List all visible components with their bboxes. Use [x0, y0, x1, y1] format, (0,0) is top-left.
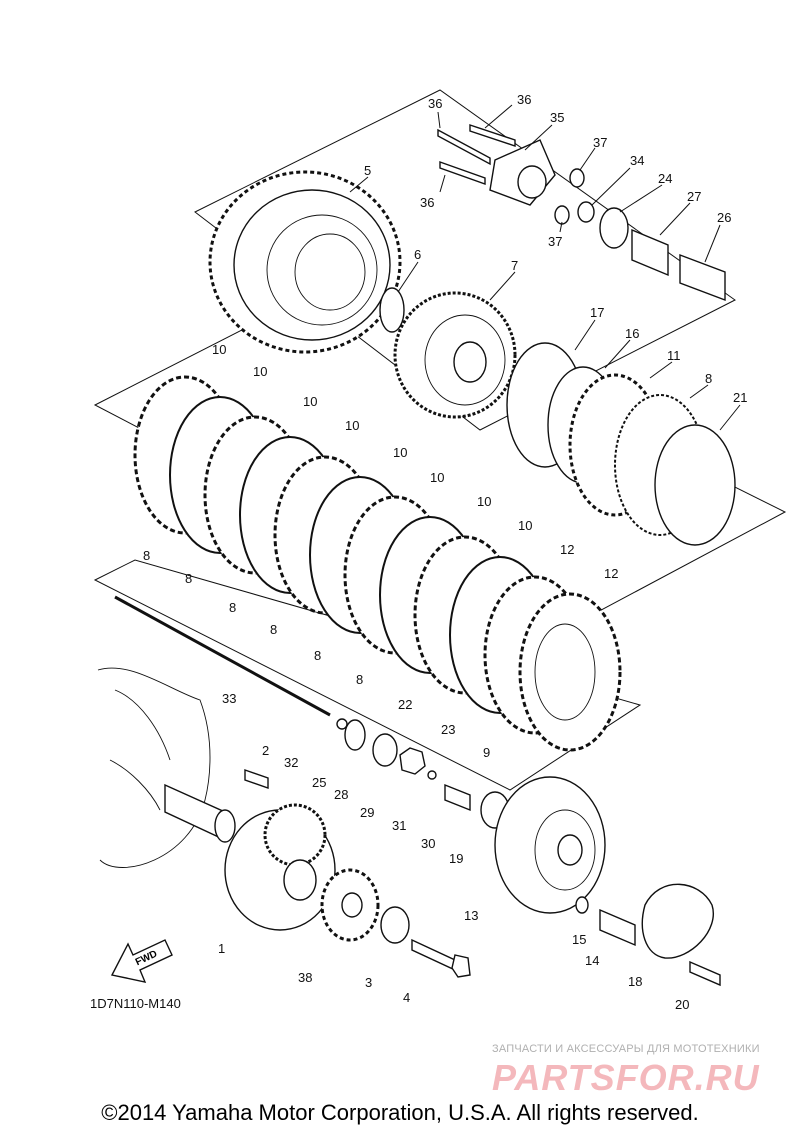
pressure-plate-13 [494, 776, 606, 914]
spring-14 [599, 908, 636, 947]
callout-19: 19 [449, 851, 463, 866]
callout-8: 8 [356, 672, 363, 687]
callout-21: 21 [733, 390, 747, 405]
fwd-arrow-icon: FWD [110, 939, 173, 983]
crankcase-outline [97, 667, 211, 868]
washer-15 [575, 896, 589, 914]
leader-lines [349, 104, 741, 431]
frame-top [194, 89, 736, 431]
callout-6: 6 [414, 247, 421, 262]
callout-10: 10 [253, 364, 267, 379]
callout-4: 4 [403, 990, 410, 1005]
frame-lower [93, 559, 642, 791]
push-rod-shaft [114, 595, 331, 717]
bolt-36-a [437, 128, 491, 166]
callout-11: 11 [667, 348, 681, 363]
washer-25 [344, 719, 366, 751]
washer-32 [336, 718, 348, 730]
callout-24: 24 [658, 171, 672, 186]
bolt-20 [689, 960, 721, 987]
callout-16: 16 [625, 326, 639, 341]
callout-8: 8 [229, 600, 236, 615]
callout-8: 8 [143, 548, 150, 563]
callout-1: 1 [218, 941, 225, 956]
callout-5: 5 [364, 163, 371, 178]
ball-31 [427, 770, 437, 780]
callout-2: 2 [262, 743, 269, 758]
clutch-housing [208, 170, 402, 354]
callout-15: 15 [572, 932, 586, 947]
sleeve-27 [631, 228, 669, 277]
callout-8: 8 [705, 371, 712, 386]
callout-10: 10 [303, 394, 317, 409]
callout-8: 8 [185, 571, 192, 586]
push-rod-30 [444, 783, 471, 812]
callout-labels: 36 36 35 37 34 24 27 26 36 37 5 6 7 17 1… [143, 92, 747, 1012]
callout-17: 17 [590, 305, 604, 320]
callout-10: 10 [393, 445, 407, 460]
watermark-caption: ЗАПЧАСТИ И АКСЕССУАРЫ ДЛЯ МОТОТЕХНИКИ [492, 1043, 760, 1055]
callout-36: 36 [517, 92, 531, 107]
callout-10: 10 [212, 342, 226, 357]
callout-7: 7 [511, 258, 518, 273]
callout-23: 23 [441, 722, 455, 737]
callout-22: 22 [398, 697, 412, 712]
callout-35: 35 [550, 110, 564, 125]
key-part [244, 769, 269, 789]
drawing-code: 1D7N110-M140 [90, 996, 181, 1011]
circlip-21 [654, 424, 736, 546]
needle-bearing-26 [679, 253, 726, 302]
callout-31: 31 [392, 818, 406, 833]
callout-12: 12 [560, 542, 574, 557]
callout-38: 38 [298, 970, 312, 985]
copyright-notice: ©2014 Yamaha Motor Corporation, U.S.A. A… [101, 1100, 699, 1125]
collar-3 [380, 906, 410, 944]
callout-29: 29 [360, 805, 374, 820]
callout-30: 30 [421, 836, 435, 851]
bolt-4 [411, 938, 456, 972]
callout-10: 10 [345, 418, 359, 433]
callout-14: 14 [585, 953, 599, 968]
clutch-gear-1 [224, 803, 336, 931]
nut-29 [399, 747, 426, 775]
dowel-37-b [554, 205, 570, 225]
bearing-24 [599, 207, 629, 249]
callout-37: 37 [593, 135, 607, 150]
callout-10: 10 [430, 470, 444, 485]
callout-18: 18 [628, 974, 642, 989]
callout-36: 36 [428, 96, 442, 111]
callout-12: 12 [604, 566, 618, 581]
thrust-washer-6 [379, 287, 405, 333]
callout-26: 26 [717, 210, 731, 225]
callout-8: 8 [314, 648, 321, 663]
callout-10: 10 [477, 494, 491, 509]
callout-37: 37 [548, 234, 562, 249]
callout-13: 13 [464, 908, 478, 923]
callout-32: 32 [284, 755, 298, 770]
bolt-36-b [469, 124, 516, 147]
callout-9: 9 [483, 745, 490, 760]
spring-plate-18 [641, 883, 714, 959]
callout-27: 27 [687, 189, 701, 204]
dowel-37-a [569, 168, 585, 188]
callout-25: 25 [312, 775, 326, 790]
callout-28: 28 [334, 787, 348, 802]
washer-28 [372, 733, 398, 767]
callout-34: 34 [630, 153, 644, 168]
callout-8: 8 [270, 622, 277, 637]
callout-36: 36 [420, 195, 434, 210]
watermark-logo: PARTSFOR.RU [492, 1057, 760, 1098]
washer-34 [577, 201, 595, 223]
bolt-36-c [439, 161, 486, 185]
clutch-boss [393, 291, 517, 419]
plate-stack [133, 375, 622, 752]
callout-20: 20 [675, 997, 689, 1012]
callout-3: 3 [365, 975, 372, 990]
callout-33: 33 [222, 691, 236, 706]
callout-10: 10 [518, 518, 532, 533]
